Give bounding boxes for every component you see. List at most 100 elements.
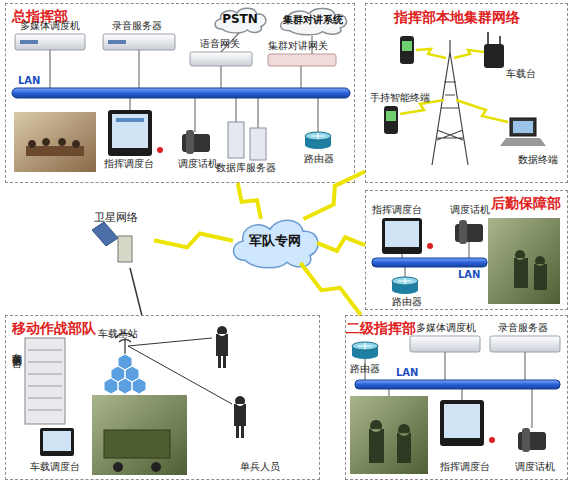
monitor — [40, 428, 74, 456]
router-arrows — [311, 133, 325, 139]
radio-bolt — [400, 49, 508, 122]
monitor — [382, 218, 422, 254]
router-arrows — [358, 343, 372, 349]
device-panel — [108, 40, 126, 44]
device-label: 调度话机 — [178, 158, 218, 170]
node-label: PSTN — [210, 12, 270, 26]
device-label: LAN — [396, 367, 418, 379]
edge-group — [238, 183, 261, 219]
solar-panel — [92, 222, 118, 246]
region-title: 总指挥部 — [12, 8, 68, 26]
device-label: 语音网关 — [200, 38, 240, 50]
lan-bar — [355, 380, 560, 389]
router — [305, 141, 331, 149]
device-label: 调度话机 — [515, 461, 555, 473]
device-label: LAN — [18, 75, 40, 87]
router-arrows — [398, 278, 412, 284]
wire — [365, 352, 532, 428]
region-box: 移动作战部队 — [5, 315, 320, 480]
radio-antenna — [488, 32, 500, 44]
device-label: LAN — [458, 269, 480, 281]
device-label: 录音服务器 — [498, 322, 548, 334]
cloud-shape: 军队专网 — [225, 212, 325, 270]
edge-group — [301, 263, 361, 315]
device-label: 车载基站 — [98, 328, 138, 340]
photo-soldiers — [369, 420, 411, 463]
lightning-link — [154, 234, 233, 248]
recorder-device — [490, 336, 560, 352]
monitor-screen — [385, 221, 419, 247]
device-label: 指挥调度台 — [440, 461, 490, 473]
server — [250, 128, 266, 160]
voice-gateway-device — [190, 52, 252, 66]
device-label: 车载台 — [506, 68, 536, 80]
lightning-link — [238, 183, 261, 219]
rack-slots — [28, 350, 62, 410]
device-label: 车载调度平台 — [10, 345, 22, 351]
router — [352, 342, 378, 350]
router — [352, 346, 378, 355]
device-label: 集群对讲网关 — [268, 40, 328, 52]
phone-handset — [522, 428, 530, 452]
lan-bar — [12, 88, 350, 98]
field-photo — [488, 218, 560, 304]
region-box: 指挥部本地集群网络 — [365, 3, 568, 183]
monitor-screen — [444, 404, 480, 438]
photo-soldiers — [514, 250, 547, 290]
photo-table — [26, 146, 84, 156]
truck-photo — [92, 395, 187, 475]
satellite-body — [118, 236, 132, 262]
phone-handset — [186, 130, 194, 154]
radio-tower — [432, 40, 468, 165]
device-label: 数据库服务器 — [216, 162, 276, 174]
monitor — [108, 110, 152, 156]
region-title: 指挥部本地集群网络 — [394, 9, 520, 27]
device-label: 录音服务器 — [112, 20, 162, 32]
lightning-link — [317, 237, 365, 251]
router — [305, 136, 331, 145]
alarm-light — [489, 437, 495, 443]
phone — [182, 134, 210, 152]
router — [305, 132, 331, 140]
room-photo — [14, 112, 96, 172]
vehicle-radio — [484, 44, 504, 68]
trunk-gateway-device — [268, 54, 336, 66]
handheld-terminal — [384, 106, 398, 134]
cloud-shape: 集群对讲系统 — [274, 4, 352, 36]
device-label: 路由器 — [392, 296, 422, 308]
monitor — [440, 400, 484, 446]
router — [392, 281, 418, 290]
cell-hexagons — [104, 354, 146, 394]
monitor-screen — [112, 114, 148, 148]
laptop — [510, 118, 536, 136]
alarm-light — [427, 243, 433, 249]
edge-group — [317, 237, 365, 251]
server — [228, 122, 244, 158]
lan-bar — [372, 258, 487, 267]
dispatcher-device — [15, 34, 85, 50]
wire — [50, 33, 318, 134]
edge-group — [130, 268, 142, 315]
device-label: 多媒体调度机 — [416, 322, 476, 334]
lightning-link — [301, 263, 361, 315]
truck — [104, 430, 170, 458]
phone — [518, 432, 546, 450]
radio-link — [130, 268, 142, 315]
device-label: 调度话机 — [450, 204, 490, 216]
router — [392, 277, 418, 285]
laptop-base — [500, 138, 546, 146]
phone — [455, 224, 483, 242]
device-label: 路由器 — [304, 153, 334, 165]
recorder-device — [103, 34, 175, 50]
router — [392, 286, 418, 294]
dispatcher-device — [410, 336, 480, 352]
truck-wheels — [113, 462, 161, 472]
base-antenna — [115, 333, 135, 355]
phone-handset — [459, 220, 467, 244]
wire — [402, 242, 469, 278]
edge-group — [304, 171, 365, 219]
monitor-screen — [43, 431, 71, 451]
soldier — [216, 326, 246, 438]
field-photo — [350, 396, 428, 474]
